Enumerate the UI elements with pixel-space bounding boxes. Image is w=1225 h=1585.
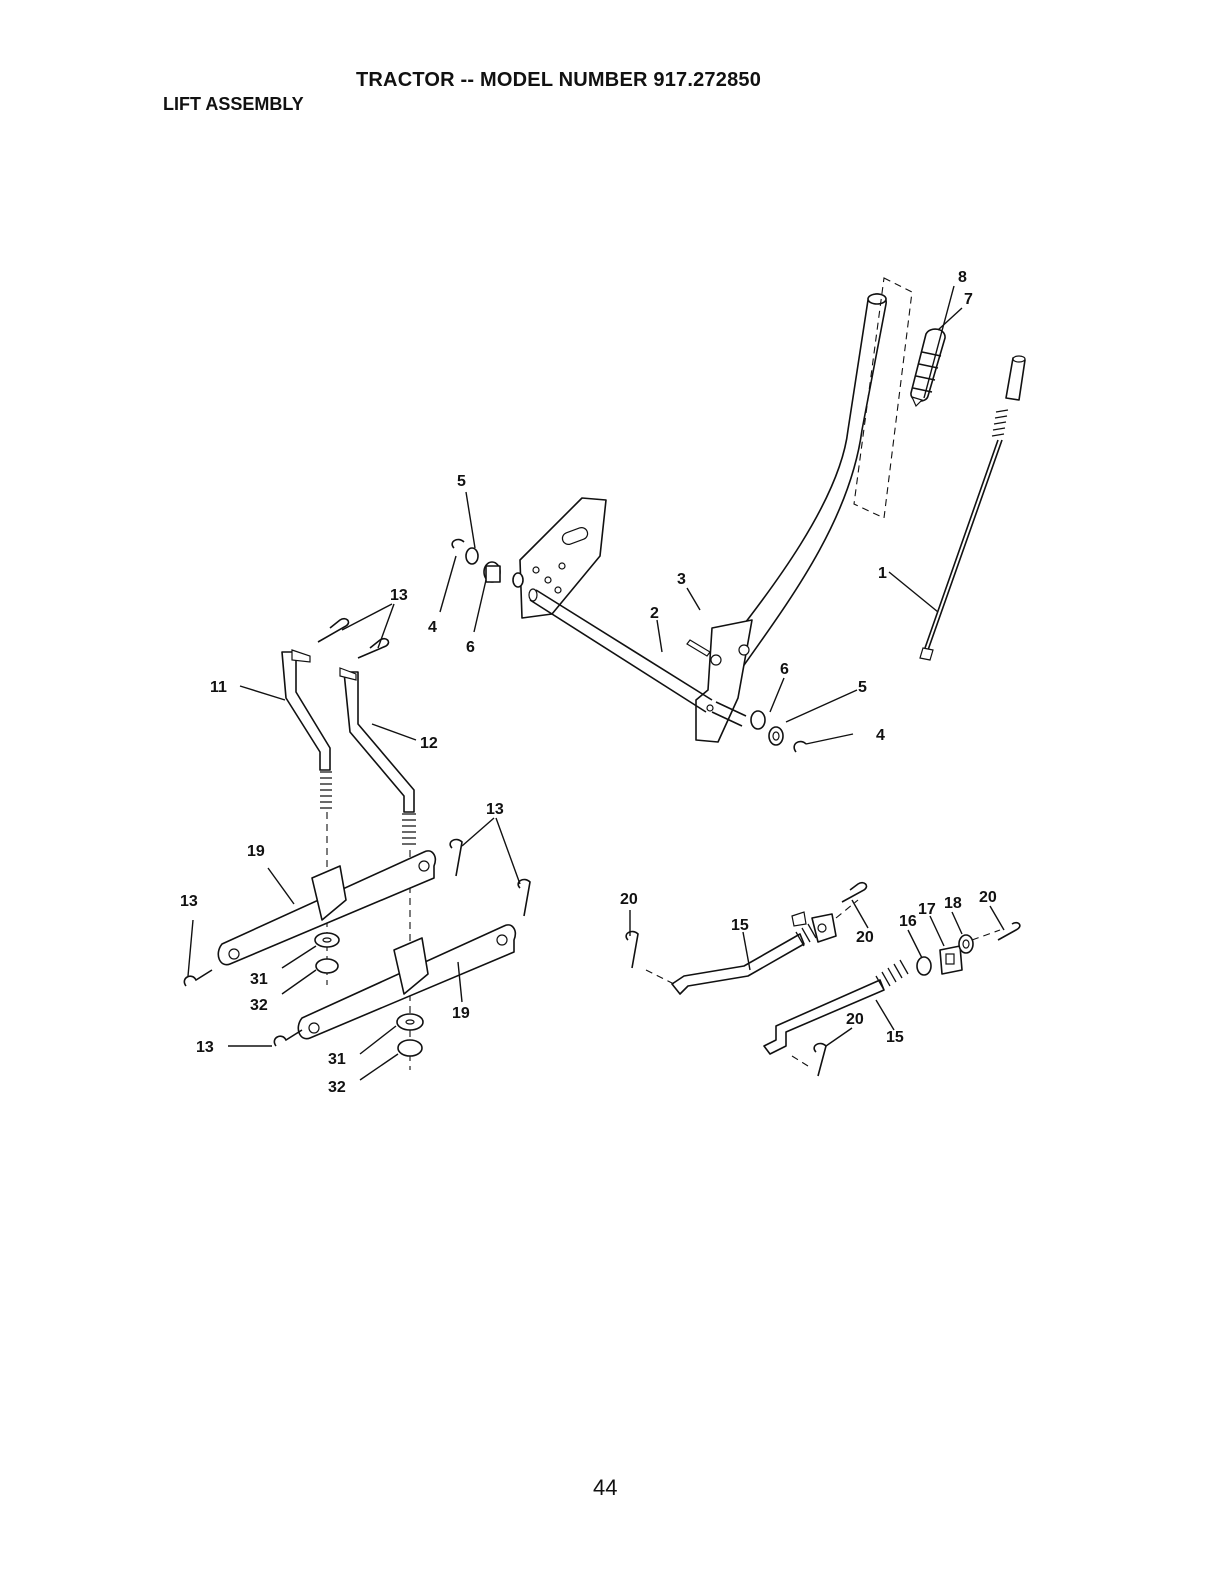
rod-axis-lower <box>792 1056 808 1066</box>
page-number: 44 <box>593 1475 617 1501</box>
adjuster-axis <box>972 930 1000 940</box>
callout-7: 7 <box>964 291 973 308</box>
adjuster-hardware <box>917 935 973 975</box>
callout-11: 11 <box>210 679 227 696</box>
callout-17: 17 <box>918 901 936 918</box>
callout-13: 13 <box>196 1039 214 1056</box>
callout-19: 19 <box>247 843 265 860</box>
callout-20: 20 <box>856 929 874 946</box>
callout-1: 1 <box>878 565 887 582</box>
callout-12: 12 <box>420 735 438 752</box>
callout-4: 4 <box>876 727 885 744</box>
callout-13: 13 <box>486 801 504 818</box>
callout-15: 15 <box>886 1029 904 1046</box>
callout-13: 13 <box>390 587 408 604</box>
callout-15: 15 <box>731 917 749 934</box>
callout-31: 31 <box>328 1051 346 1068</box>
callout-20: 20 <box>620 891 638 908</box>
callout-13: 13 <box>180 893 198 910</box>
callout-31: 31 <box>250 971 268 988</box>
callout-18: 18 <box>944 895 962 912</box>
callout-6: 6 <box>780 661 789 678</box>
callout-numbers: 1 2 3 4 4 5 5 6 6 7 8 11 12 13 13 13 13 … <box>180 269 997 1096</box>
callout-6: 6 <box>466 639 475 656</box>
lift-handle <box>696 294 886 742</box>
callout-20: 20 <box>979 889 997 906</box>
callout-5: 5 <box>858 679 867 696</box>
callout-19: 19 <box>452 1005 470 1022</box>
callout-16: 16 <box>899 913 917 930</box>
lift-rod <box>920 356 1025 660</box>
callout-32: 32 <box>328 1079 346 1096</box>
leader-lines <box>188 286 1004 1080</box>
callout-2: 2 <box>650 605 659 622</box>
callout-20: 20 <box>846 1011 864 1028</box>
lift-link-left <box>282 650 332 808</box>
lift-link-right <box>340 668 416 844</box>
rod-axis-upper <box>646 970 674 984</box>
callout-32: 32 <box>250 997 268 1014</box>
callout-4: 4 <box>428 619 437 636</box>
washer-nut-upper <box>315 933 339 973</box>
adjustment-rod-upper <box>672 912 836 994</box>
roll-pin <box>687 640 710 656</box>
rod-axis-upper-right <box>836 900 858 918</box>
shaft-hardware-left <box>452 540 523 587</box>
callout-5: 5 <box>457 473 466 490</box>
callout-8: 8 <box>958 269 967 286</box>
callout-3: 3 <box>677 571 686 588</box>
